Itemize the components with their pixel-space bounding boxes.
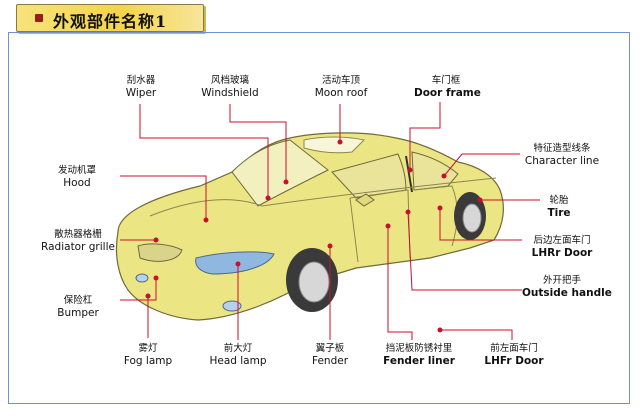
label-outside-handle-cn: 外开把手: [542, 275, 581, 286]
label-moon-roof-en: Moon roof: [314, 87, 368, 99]
title-bullet-icon: [35, 14, 43, 22]
label-door-frame-cn: 车门框: [431, 75, 461, 86]
label-tire-en: Tire: [547, 207, 571, 219]
label-head-lamp: 前大灯 Head lamp: [206, 342, 270, 368]
fog-lamp-left: [135, 273, 149, 283]
fog-lamp-shape: [222, 300, 242, 312]
label-head-lamp-cn: 前大灯: [223, 343, 253, 354]
label-outside-handle: 外开把手 Outside handle: [522, 274, 612, 300]
anchor-dots: [145, 139, 483, 333]
label-character-line-cn: 特征造型线条: [533, 143, 591, 154]
character-line: [261, 177, 497, 207]
label-head-lamp-en: Head lamp: [209, 355, 267, 367]
page-title: 外观部件名称1: [53, 12, 168, 31]
diagram-frame: [8, 32, 630, 404]
moon-roof-panel: [303, 136, 365, 154]
door-frame-pillar: [405, 155, 413, 193]
head-lamp-shape: [195, 251, 275, 275]
label-wiper-cn: 刮水器: [126, 75, 156, 86]
label-fender-liner-cn: 挡泥板防锈衬里: [385, 343, 453, 354]
label-windshield-cn: 风档玻璃: [210, 75, 249, 86]
side-window-rear: [411, 151, 459, 191]
grille-shape: [137, 243, 183, 262]
leader-lines: [120, 102, 540, 340]
label-hood-en: Hood: [63, 177, 91, 189]
label-fender-liner-en: Fender liner: [383, 355, 455, 367]
label-fog-lamp-cn: 雾灯: [138, 343, 158, 354]
label-hood-cn: 发动机罩: [57, 165, 96, 176]
label-radiator-grille-en: Radiator grille: [41, 241, 115, 253]
label-bumper: 保险杠 Bumper: [54, 294, 102, 320]
label-character-line-en: Character line: [524, 155, 600, 167]
label-wiper: 刮水器 Wiper: [120, 74, 162, 100]
label-fog-lamp-en: Fog lamp: [123, 355, 173, 367]
label-outside-handle-en: Outside handle: [522, 287, 612, 299]
label-fender-en: Fender: [311, 355, 349, 367]
label-moon-roof: 活动车顶 Moon roof: [308, 74, 374, 100]
windshield-glass: [231, 139, 329, 207]
label-lhfr-door: 前左面车门 LHFr Door: [478, 342, 550, 368]
label-fender-liner: 挡泥板防锈衬里 Fender liner: [376, 342, 462, 368]
label-radiator-grille: 散热器格栅 Radiator grille: [40, 228, 116, 254]
label-lhfr-door-cn: 前左面车门: [490, 343, 538, 354]
label-lhfr-door-en: LHFr Door: [484, 355, 544, 367]
label-hood: 发动机罩 Hood: [50, 164, 104, 190]
label-bumper-cn: 保险杠: [63, 295, 93, 306]
label-windshield: 风档玻璃 Windshield: [196, 74, 264, 100]
label-fog-lamp: 雾灯 Fog lamp: [118, 342, 178, 368]
front-wheel: [286, 248, 338, 312]
label-lhrr-door: 后边左面车门 LHRr Door: [524, 234, 600, 260]
label-door-frame-en: Door frame: [414, 87, 481, 99]
label-door-frame: 车门框 Door frame: [414, 74, 481, 100]
label-wiper-en: Wiper: [125, 87, 157, 99]
label-lhrr-door-en: LHRr Door: [531, 247, 593, 259]
label-fender: 翼子板 Fender: [300, 342, 360, 368]
hood-line: [149, 199, 263, 217]
label-lhrr-door-cn: 后边左面车门: [533, 235, 591, 246]
label-tire-cn: 轮胎: [549, 195, 569, 206]
label-tire: 轮胎 Tire: [538, 194, 580, 220]
car-illustration: [115, 132, 504, 321]
label-moon-roof-cn: 活动车顶: [321, 75, 360, 86]
rear-wheel: [454, 192, 486, 240]
label-bumper-en: Bumper: [57, 307, 99, 319]
label-windshield-en: Windshield: [201, 87, 259, 99]
title-bar: 外观部件名称1: [16, 4, 204, 32]
label-radiator-grille-cn: 散热器格栅: [54, 229, 102, 240]
label-fender-cn: 翼子板: [315, 343, 345, 354]
label-character-line: 特征造型线条 Character line: [522, 142, 602, 168]
side-mirror: [355, 193, 375, 207]
